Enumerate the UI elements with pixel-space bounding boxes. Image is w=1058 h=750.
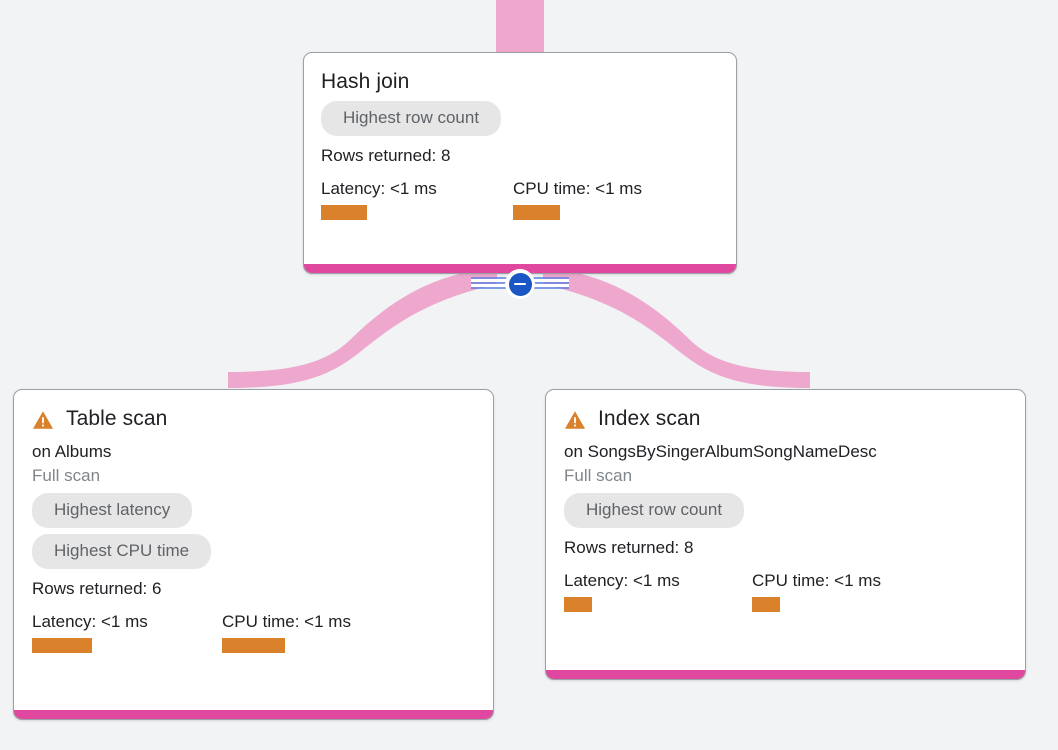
metric-cpu-time-bar — [222, 638, 285, 653]
node-rows-returned: Rows returned: 8 — [321, 146, 451, 165]
edge-parent-inbound — [496, 0, 544, 54]
node-chips: Highest row count — [564, 493, 1007, 534]
node-scan-type: Full scan — [32, 466, 101, 485]
metric-latency: Latency: <1 ms — [564, 571, 752, 612]
node-header-text: Table scan — [66, 406, 475, 432]
node-header: Hash join — [321, 69, 718, 95]
plan-node-index-scan[interactable]: Index scan on SongsBySingerAlbumSongName… — [545, 389, 1026, 680]
metric-latency-bar — [321, 205, 367, 220]
minus-icon — [508, 272, 532, 296]
node-accent-bar — [14, 710, 493, 719]
node-title: Table scan — [66, 407, 168, 430]
metric-cpu-time-label: CPU time: <1 ms — [513, 179, 642, 198]
metric-latency-label: Latency: <1 ms — [564, 571, 680, 590]
node-subtitle: on Albums — [32, 442, 112, 461]
edge-hashjoin-to-indexscan — [543, 268, 810, 388]
node-scan-type: Full scan — [564, 466, 633, 485]
metric-latency: Latency: <1 ms — [32, 612, 222, 653]
metric-cpu-time: CPU time: <1 ms — [513, 179, 642, 220]
metric-cpu-time-bar — [752, 597, 780, 612]
node-header: Index scan — [564, 406, 1007, 432]
chip-highest-latency: Highest latency — [32, 493, 193, 528]
metric-cpu-time-label: CPU time: <1 ms — [752, 571, 881, 590]
node-title: Hash join — [321, 70, 410, 93]
node-metrics: Latency: <1 ms CPU time: <1 ms — [32, 612, 475, 653]
warning-triangle-icon — [32, 411, 54, 429]
node-rows-returned: Rows returned: 8 — [564, 538, 694, 557]
metric-latency-bar — [564, 597, 592, 612]
plan-node-table-scan[interactable]: Table scan on Albums Full scan Highest l… — [13, 389, 494, 720]
node-chips: Highest row count — [321, 101, 718, 142]
node-accent-bar — [304, 264, 736, 273]
metric-cpu-time-label: CPU time: <1 ms — [222, 612, 351, 631]
node-chips: Highest latency Highest CPU time — [32, 493, 475, 575]
warning-triangle-icon — [564, 411, 586, 429]
node-header: Table scan — [32, 406, 475, 432]
metric-cpu-time: CPU time: <1 ms — [222, 612, 351, 653]
metric-cpu-time-bar — [513, 205, 560, 220]
node-metrics: Latency: <1 ms CPU time: <1 ms — [321, 179, 718, 220]
node-header-text: Index scan — [598, 406, 1007, 432]
metric-latency: Latency: <1 ms — [321, 179, 513, 220]
metric-latency-label: Latency: <1 ms — [32, 612, 148, 631]
node-subtitle: on SongsBySingerAlbumSongNameDesc — [564, 442, 877, 461]
metric-cpu-time: CPU time: <1 ms — [752, 571, 881, 612]
edge-hashjoin-to-tablescan — [228, 268, 497, 388]
metric-latency-label: Latency: <1 ms — [321, 179, 437, 198]
node-rows-returned: Rows returned: 6 — [32, 579, 162, 598]
node-header-text: Hash join — [321, 69, 718, 95]
chip-highest-cpu-time: Highest CPU time — [32, 534, 212, 569]
chip-highest-row-count: Highest row count — [321, 101, 502, 136]
metric-latency-bar — [32, 638, 92, 653]
chip-highest-row-count: Highest row count — [564, 493, 745, 528]
node-content: Hash join Highest row count Rows returne… — [304, 53, 736, 273]
node-accent-bar — [546, 670, 1025, 679]
node-content: Table scan on Albums Full scan Highest l… — [14, 390, 493, 719]
collapse-children-toggle[interactable] — [505, 269, 535, 299]
node-content: Index scan on SongsBySingerAlbumSongName… — [546, 390, 1025, 679]
node-metrics: Latency: <1 ms CPU time: <1 ms — [564, 571, 1007, 612]
plan-node-hash-join[interactable]: Hash join Highest row count Rows returne… — [303, 52, 737, 274]
node-title: Index scan — [598, 407, 701, 430]
